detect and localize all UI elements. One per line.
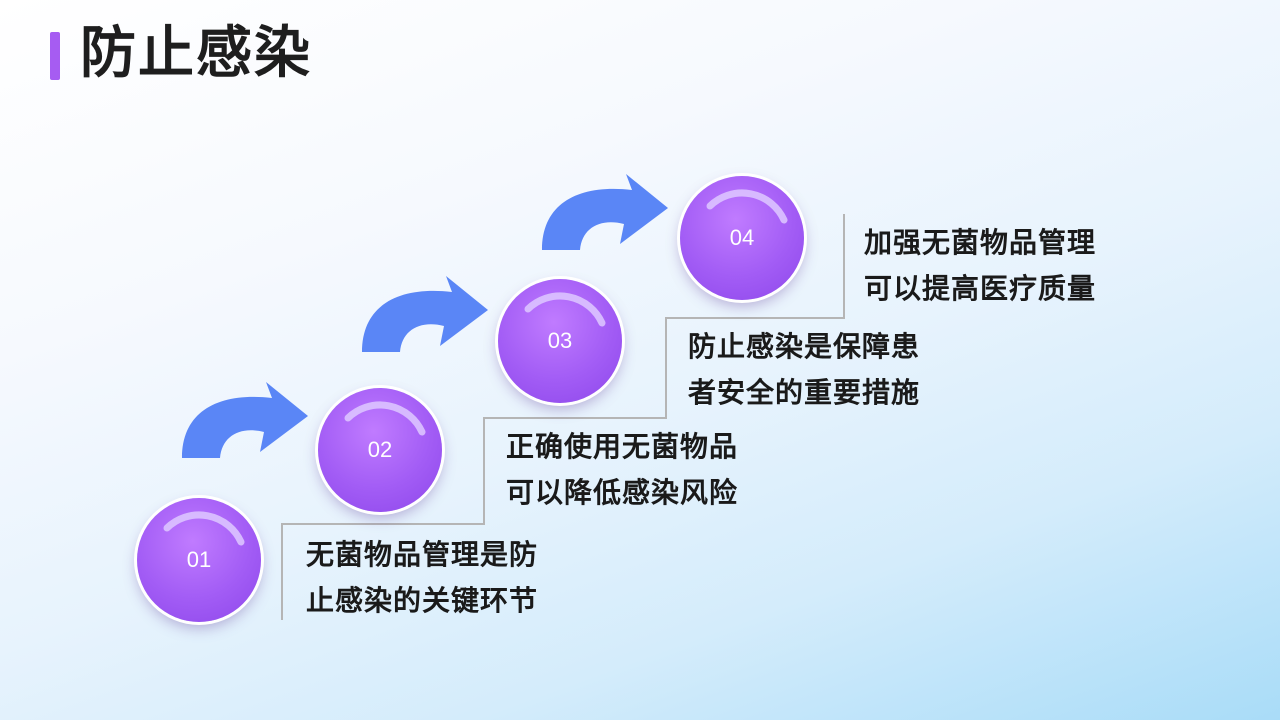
step-text-02: 正确使用无菌物品 可以降低感染风险 bbox=[506, 424, 738, 516]
curved-arrow-icon bbox=[542, 174, 668, 250]
step-text-line: 防止感染是保障患 bbox=[688, 330, 921, 363]
title-accent-bar bbox=[50, 32, 60, 80]
step-number: 03 bbox=[547, 328, 573, 353]
step-circle-01: 01 bbox=[137, 498, 261, 622]
circle-highlight-arc bbox=[706, 189, 788, 224]
curved-arrow-icon bbox=[362, 276, 488, 352]
step-number: 02 bbox=[367, 437, 393, 462]
step-circle-04: 04 bbox=[680, 176, 804, 300]
step-text-line: 者安全的重要措施 bbox=[688, 376, 921, 409]
step-circle-03: 03 bbox=[498, 279, 622, 403]
circle-highlight-arc bbox=[344, 401, 426, 436]
step-number: 04 bbox=[729, 225, 755, 250]
step-number: 01 bbox=[186, 547, 212, 572]
step-text-04: 加强无菌物品管理 可以提高医疗质量 bbox=[864, 220, 1096, 312]
circle-highlight-arc bbox=[163, 511, 245, 546]
curved-arrow-icon bbox=[182, 382, 308, 458]
page-title: 防止感染 bbox=[80, 21, 312, 86]
step-text-line: 正确使用无菌物品 bbox=[506, 430, 739, 463]
step-text-line: 止感染的关键环节 bbox=[306, 584, 539, 617]
staircase-line bbox=[281, 214, 845, 620]
step-text-line: 可以提高医疗质量 bbox=[864, 272, 1097, 305]
step-text-01: 无菌物品管理是防 止感染的关键环节 bbox=[306, 532, 538, 624]
step-text-03: 防止感染是保障患 者安全的重要措施 bbox=[688, 324, 920, 416]
step-text-line: 无菌物品管理是防 bbox=[306, 538, 539, 571]
step-text-line: 加强无菌物品管理 bbox=[864, 226, 1097, 259]
step-circle-02: 02 bbox=[318, 388, 442, 512]
circle-highlight-arc bbox=[524, 292, 606, 327]
step-text-line: 可以降低感染风险 bbox=[506, 476, 739, 509]
